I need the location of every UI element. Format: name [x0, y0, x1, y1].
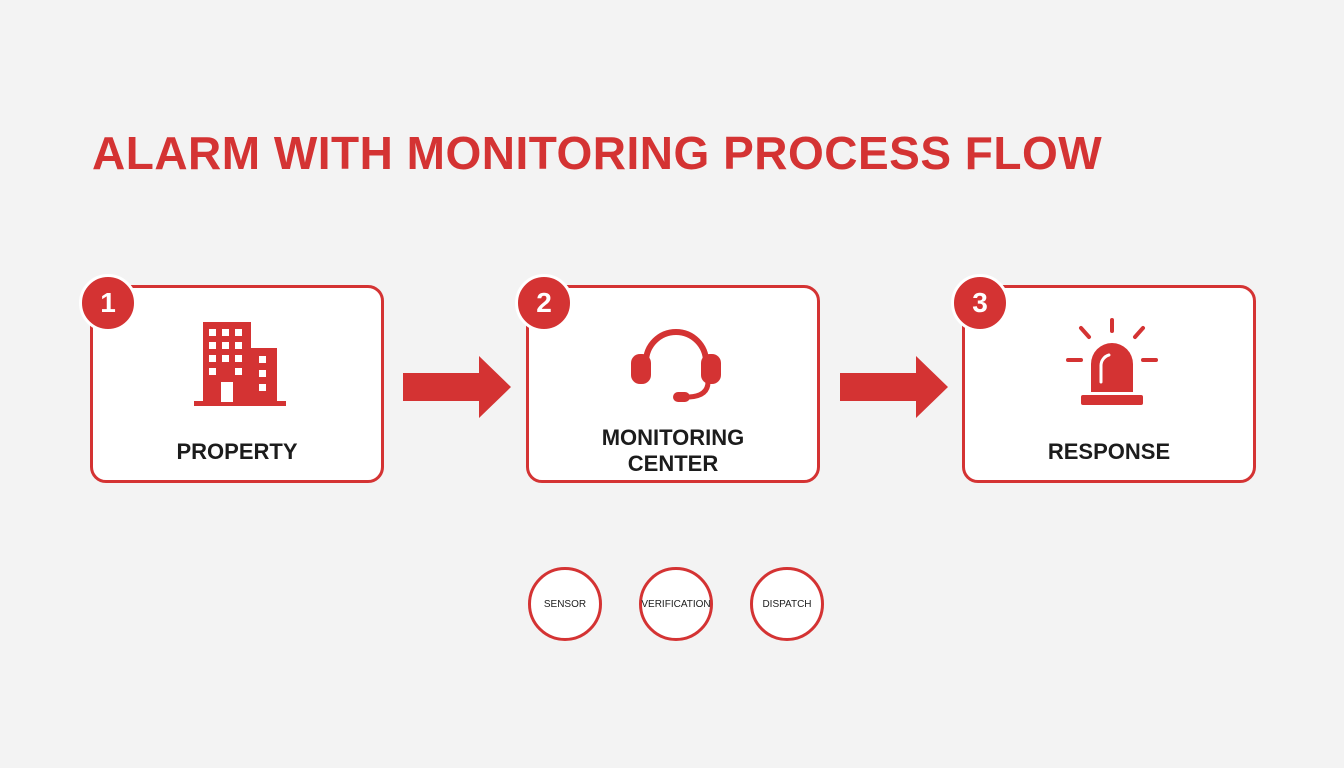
- step-label-line: MONITORING: [601, 425, 745, 450]
- step-label: RESPONSE: [1047, 439, 1171, 464]
- flow-arrow: [403, 356, 511, 418]
- step-label: MONITORING CENTER: [529, 425, 817, 477]
- building-icon: [194, 322, 286, 406]
- headset-icon: [631, 329, 721, 402]
- step-number-badge: 1: [79, 274, 137, 332]
- step-card-property: 1 PROPERTY: [79, 274, 384, 483]
- step-label-line: CENTER: [627, 451, 719, 476]
- stage-circle-sensor: SENSOR: [528, 567, 602, 641]
- flow-arrow: [840, 356, 948, 418]
- stage-circle-verification: VERIFICATION: [639, 567, 713, 641]
- siren-icon: [1066, 318, 1158, 405]
- page-title: ALARM WITH MONITORING PROCESS FLOW: [92, 127, 1103, 179]
- step-card-monitoring-center: 2 MONITORING CENTER: [515, 274, 820, 483]
- step-number-badge: 3: [951, 274, 1009, 332]
- stage-circle-dispatch: DISPATCH: [750, 567, 824, 641]
- step-number-badge: 2: [515, 274, 573, 332]
- step-card-response: 3 RESPONSE: [951, 274, 1256, 483]
- step-label: PROPERTY: [176, 439, 298, 464]
